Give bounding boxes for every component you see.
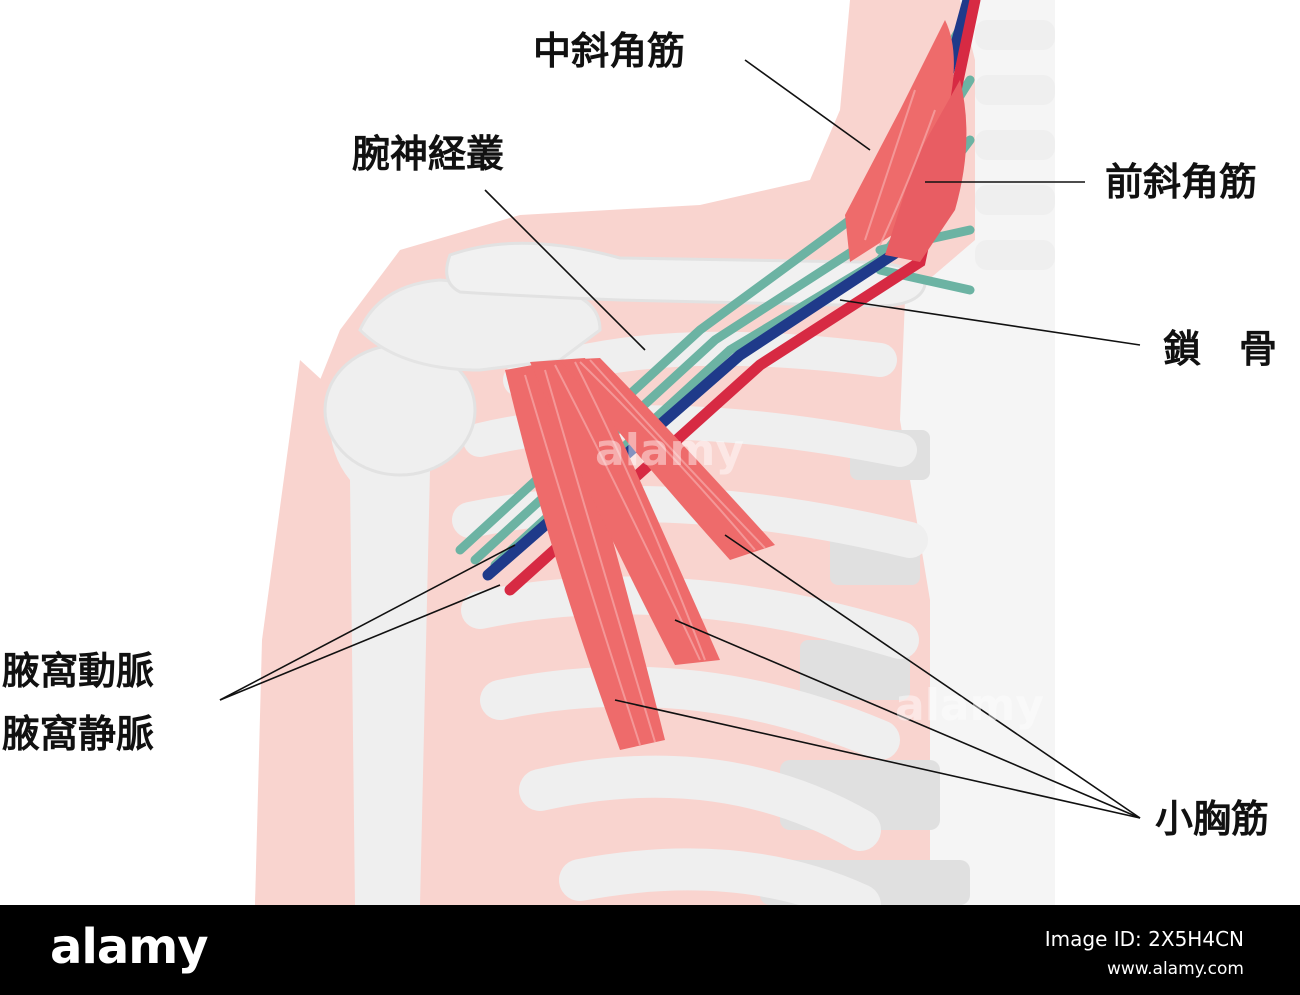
leader-axillary-vein: [219, 584, 501, 701]
image-id: Image ID: 2X5H4CN: [1044, 927, 1244, 951]
middle-scalene-muscle: [845, 20, 954, 262]
leader-pectoralis-1: [724, 534, 1141, 819]
label-axillary-artery: 腋窩動脈: [2, 649, 155, 693]
label-clavicle: 鎖 骨: [1163, 327, 1278, 371]
label-pectoralis-minor: 小胸筋: [1155, 797, 1270, 841]
leader-brachial-plexus: [484, 189, 646, 351]
leader-axillary-artery: [219, 544, 516, 701]
label-axillary-vein: 腋窩静脈: [2, 712, 155, 756]
leader-clavicle: [839, 299, 1141, 346]
label-middle-scalene: 中斜角筋: [533, 29, 686, 73]
humerus: [329, 360, 460, 905]
site-url: www.alamy.com: [1106, 959, 1244, 979]
clavicle-bone: [445, 241, 927, 308]
label-brachial-plexus: 腕神経叢: [352, 132, 505, 176]
scapula: [358, 278, 602, 372]
cervical-vertebrae: [975, 20, 1055, 270]
leader-pectoralis-3: [614, 699, 1141, 819]
label-anterior-scalene: 前斜角筋: [1105, 160, 1258, 204]
leader-pectoralis-2: [674, 619, 1141, 819]
alamy-logo: alamy: [50, 919, 209, 975]
anatomy-diagram: 中斜角筋 前斜角筋 腕神経叢 鎖 骨 腋窩動脈 腋窩静脈 小胸筋 alamy a…: [2, 0, 1278, 905]
anatomy-illustration: [219, 0, 1141, 905]
stock-footer-bar: alamy Image ID: 2X5H4CN www.alamy.com: [0, 905, 1300, 995]
anterior-scalene-muscle: [885, 80, 967, 262]
muscle-fiber-lines: [524, 89, 936, 746]
leader-middle-scalene: [744, 59, 871, 151]
leader-lines: [219, 59, 1141, 819]
